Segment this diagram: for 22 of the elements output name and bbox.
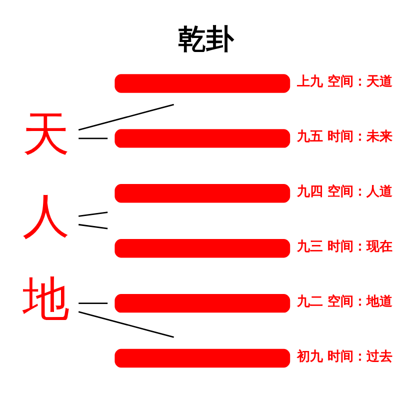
- node-text: 天: [22, 108, 70, 162]
- node-text: 地: [22, 273, 70, 328]
- node-bar: [114, 239, 290, 258]
- connector: [78, 138, 108, 140]
- connector: [78, 212, 108, 217]
- node-bar: [114, 129, 290, 148]
- node-label: 上九 空间：天道: [297, 74, 393, 90]
- node-bar: [114, 184, 290, 203]
- connector: [78, 302, 108, 304]
- connector: [78, 311, 174, 338]
- node-bar: [114, 294, 290, 313]
- connector: [78, 224, 108, 230]
- node-label: 九五 时间：未来: [297, 130, 393, 145]
- node-label: 九四 空间：人道: [297, 184, 393, 200]
- node-bar: [114, 348, 290, 368]
- node-label: 九三 时间：现在: [297, 239, 393, 254]
- node-text: 人: [22, 190, 70, 244]
- node-label: 九二 空间：地道: [297, 294, 393, 310]
- node-bar: [114, 74, 290, 93]
- diagram-title: 乾卦: [178, 22, 234, 56]
- connector: [78, 104, 174, 131]
- node-label: 初九 时间：过去: [297, 349, 393, 364]
